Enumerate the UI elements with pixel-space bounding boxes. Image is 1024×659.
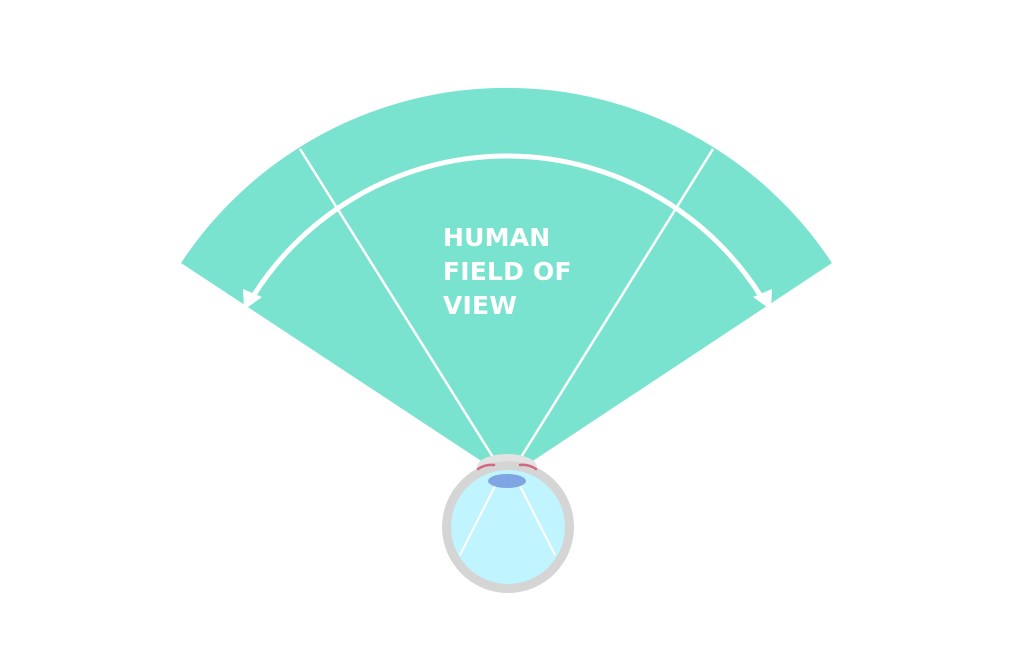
field-division-line-right (516, 148, 715, 463)
eye-icon (442, 454, 574, 593)
eye-sight-line-right (518, 483, 556, 556)
title-line-3: VIEW (443, 291, 518, 320)
eyelid-mark-left (476, 463, 496, 471)
eye-sight-line-left (459, 483, 497, 556)
title-line-2: FIELD OF (443, 257, 572, 286)
field-of-view-fan (181, 87, 832, 478)
eyelid-mark-right (518, 463, 538, 471)
double-arrow-arc-icon (243, 153, 772, 310)
diagram-title: HUMAN FIELD OF VIEW (443, 221, 613, 323)
field-span-arc (249, 153, 765, 301)
eye-lens (488, 474, 526, 488)
title-line-1: HUMAN (443, 223, 551, 252)
eyeball-inner (451, 470, 565, 584)
field-division-line-left (298, 148, 498, 463)
arc-arrowhead-left (243, 289, 262, 310)
arc-arrowhead-right (753, 289, 772, 310)
